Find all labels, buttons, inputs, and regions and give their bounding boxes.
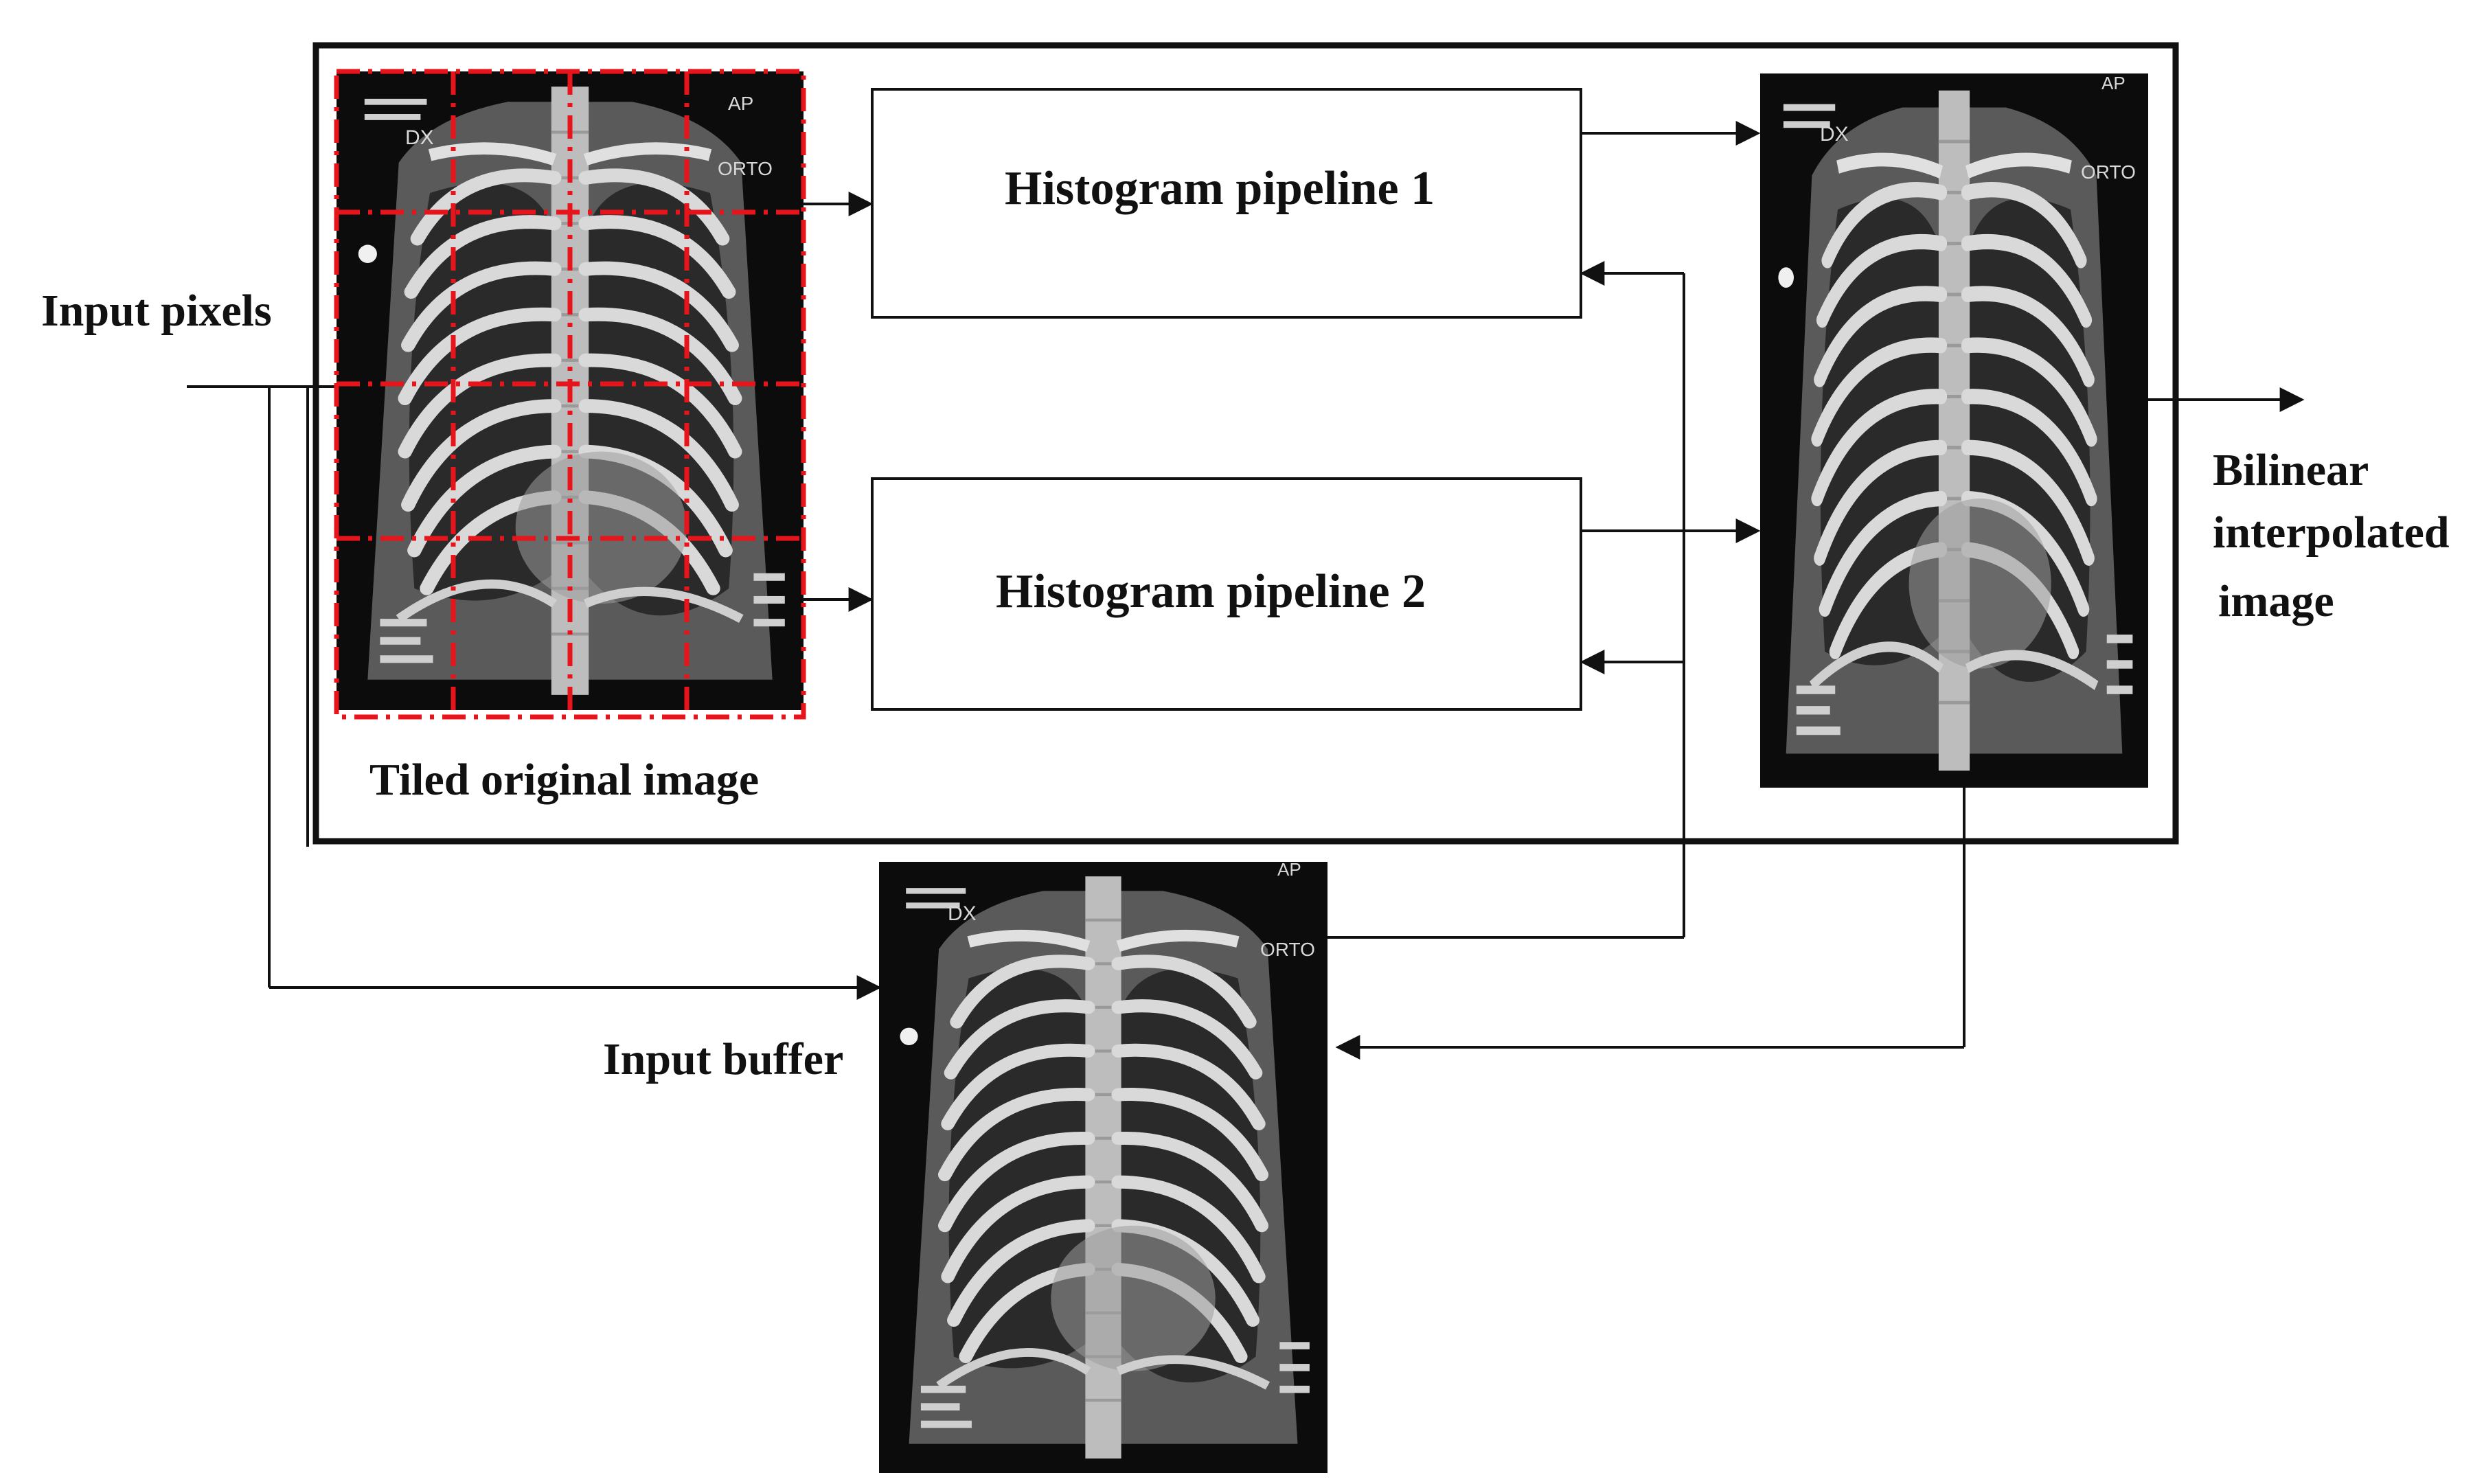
histogram-pipeline-1-label: Histogram pipeline 1 — [1005, 162, 1435, 215]
tile-grid — [334, 69, 806, 720]
histogram-pipeline-2-box — [871, 477, 1582, 711]
bilinear-output-image: AP DX ORTO — [1760, 73, 2148, 788]
input-buffer-image: AP DX ORTO — [879, 859, 1328, 1473]
histogram-pipeline-1-box — [871, 88, 1582, 319]
tiled-image-marking-ap: AP — [728, 93, 753, 114]
output-to-buffer-line — [1335, 788, 1965, 1060]
tiled-image-marking-orto: ORTO — [718, 158, 773, 179]
buffer-image-marking-ap: AP — [1277, 859, 1301, 880]
output-image-marking-dx: DX — [1820, 123, 1849, 146]
input-pixels-line — [187, 385, 882, 1000]
buffer-feedback-lines — [1325, 261, 1685, 939]
output-label-line-3: image — [2218, 576, 2334, 626]
output-label-line-1: Bilinear — [2213, 445, 2369, 495]
histogram-pipeline-2-label: Histogram pipeline 2 — [996, 565, 1426, 618]
buffer-image-marking-orto: ORTO — [1260, 939, 1315, 960]
system-boundary — [312, 42, 2179, 845]
tiled-image-marking-dx: DX — [405, 126, 434, 149]
output-image-marking-orto: ORTO — [2081, 161, 2136, 183]
output-label-line-2: interpolated — [2213, 507, 2450, 558]
tiled-original-image-label: Tiled original image — [369, 755, 760, 805]
input-buffer-label: Input buffer — [603, 1034, 844, 1084]
buffer-image-marking-dx: DX — [948, 902, 977, 925]
input-pixels-label: Input pixels — [41, 286, 272, 336]
output-image-marking-ap: AP — [2101, 73, 2126, 93]
tiled-original-image: AP DX ORTO — [334, 69, 806, 720]
